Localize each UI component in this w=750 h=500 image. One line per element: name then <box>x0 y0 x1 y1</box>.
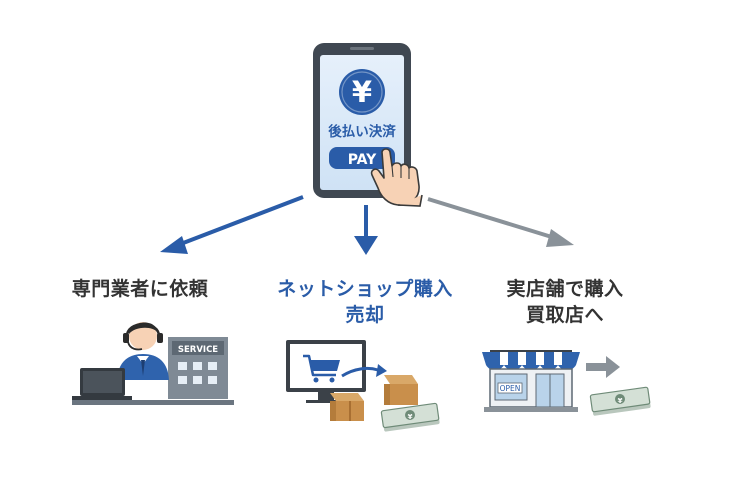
branch-label-line: ネットショップ購入 <box>277 278 453 300</box>
branch-label-line: 専門業者に依頼 <box>71 278 209 300</box>
branch-label-online-shop: ネットショップ購入 売却 <box>260 276 470 328</box>
pay-button-label: PAY <box>348 152 377 168</box>
deferred-payment-title: 後払い決済 <box>328 123 396 140</box>
branch-label-service: 専門業者に依頼 <box>40 276 240 302</box>
yen-coin-icon: ¥ <box>339 69 385 115</box>
arrow-to-service <box>160 195 304 254</box>
cash-yen-symbol: ¥ <box>408 413 413 421</box>
cash-stack-icon: ¥ <box>589 386 651 416</box>
tapping-hand-icon <box>370 148 423 207</box>
yen-symbol: ¥ <box>352 75 372 109</box>
office-building-icon: SERVICE <box>168 337 228 399</box>
pay-button[interactable]: PAY <box>329 147 395 169</box>
cash-yen-symbol: ¥ <box>618 397 623 405</box>
service-sign: SERVICE <box>178 345 218 355</box>
service-scene: SERVICE <box>72 322 234 405</box>
cash-stack-icon: ¥ <box>380 402 440 432</box>
arrow-to-online-shop <box>354 205 378 255</box>
cardboard-box-icon <box>384 375 418 405</box>
online-shop-scene: ¥ <box>286 340 440 432</box>
laptop-icon <box>72 368 132 400</box>
storefront-scene: OPEN ¥ <box>482 350 651 416</box>
shopping-cart-icon <box>303 354 340 383</box>
branch-label-line: 買取店へ <box>525 304 604 326</box>
transfer-arrow <box>341 366 379 378</box>
desk <box>72 400 234 405</box>
branch-label-line: 売却 <box>345 304 385 326</box>
headset-operator-icon <box>117 322 169 380</box>
cardboard-box-icon <box>330 393 364 421</box>
branch-label-line: 実店舗で購入 <box>506 278 624 300</box>
storefront-icon: OPEN <box>482 350 580 412</box>
open-sign: OPEN <box>500 384 521 393</box>
gray-arrow-icon <box>586 356 620 378</box>
arrow-to-store <box>427 197 574 247</box>
branch-label-store: 実店舗で購入 買取店へ <box>465 276 665 328</box>
